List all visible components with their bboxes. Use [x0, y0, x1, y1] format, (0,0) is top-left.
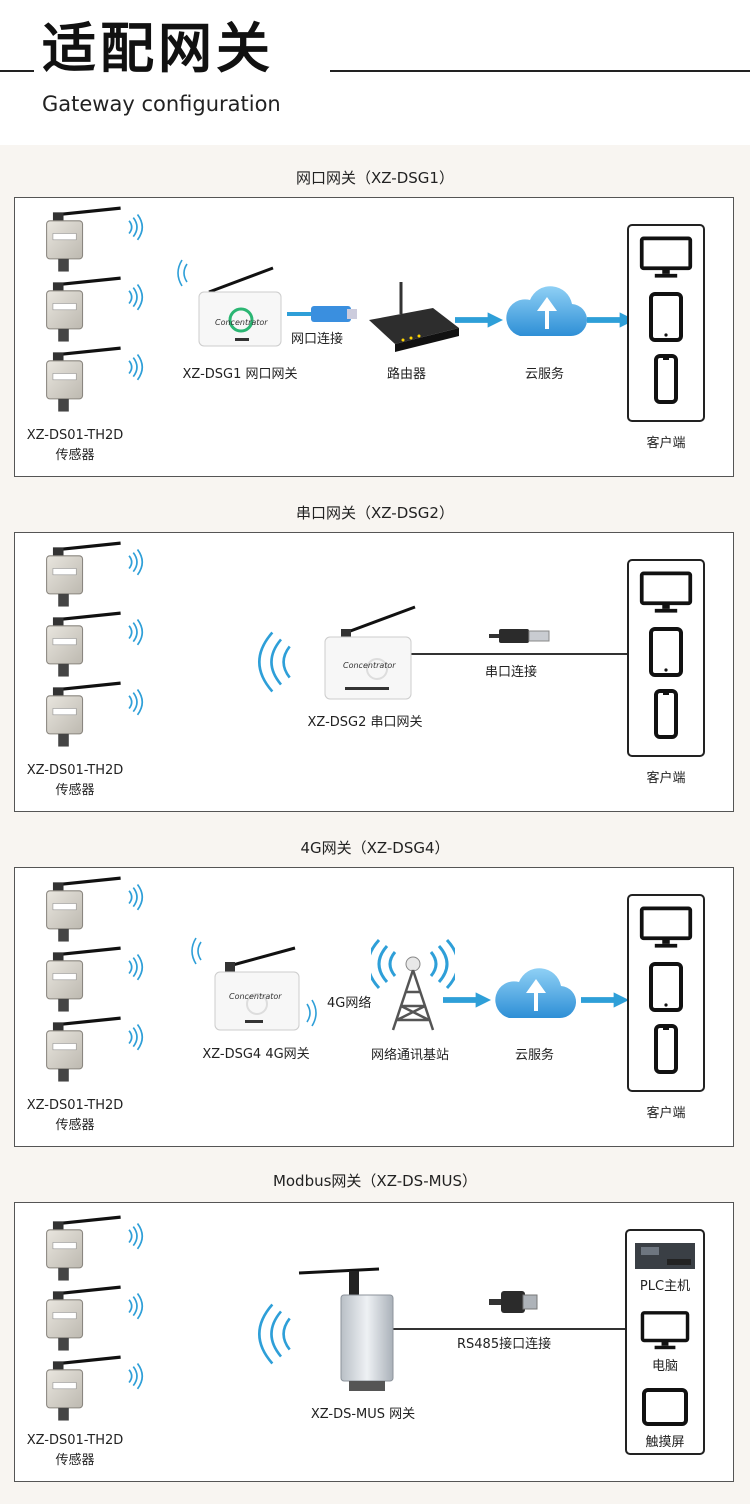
section-title: 4G网关（XZ-DSG4） — [300, 839, 450, 857]
monitor-icon — [638, 906, 694, 950]
cloud-service-icon — [489, 962, 579, 1024]
diagram-panel: XZ-DS01-TH2D 传感器 Concentrator XZ-DSG2 串口… — [14, 532, 734, 812]
router-label: 路由器 — [387, 367, 427, 382]
connection-line — [389, 1328, 629, 1330]
tower-label: 网络通讯基站 — [371, 1048, 450, 1063]
gateway-label: XZ-DSG2 串口网关 — [307, 715, 423, 730]
gateway-brand: Concentrator — [215, 318, 268, 327]
arrow-icon — [581, 992, 629, 1008]
sensor-model: XZ-DS01-TH2D — [26, 763, 124, 778]
sensor-model: XZ-DS01-TH2D — [26, 1098, 124, 1113]
sensor-type: 传感器 — [55, 448, 95, 463]
section-4g-gateway: 4G网关（XZ-DSG4） XZ-DS01-TH2D 传感器 Concentra… — [0, 815, 750, 1150]
section-title: Modbus网关（XZ-DS-MUS） — [272, 1172, 478, 1190]
phone-icon — [651, 689, 681, 739]
sensor-model: XZ-DS01-TH2D — [26, 1433, 124, 1448]
sensor-icon — [35, 681, 147, 755]
section-network-gateway: 网口网关（XZ-DSG1） XZ-DS01-TH2D 传感器 Concentra… — [0, 145, 750, 480]
gateway-label: XZ-DSG1 网口网关 — [182, 367, 298, 382]
tablet-icon — [646, 292, 686, 342]
tablet-icon — [646, 627, 686, 677]
touch-screen-icon — [642, 1388, 688, 1426]
plc-host-icon — [635, 1243, 695, 1269]
client-label: 客户端 — [646, 1106, 686, 1121]
page-subtitle: Gateway configuration — [42, 92, 281, 116]
computer-icon — [639, 1311, 691, 1351]
usb-cable-icon — [489, 629, 550, 643]
client-devices-box — [627, 559, 705, 757]
client-devices-box — [627, 224, 705, 422]
link-label: 串口连接 — [485, 665, 538, 680]
client-item-label: 电脑 — [651, 1359, 678, 1374]
diagram-panel: XZ-DS01-TH2D 传感器 Concentrator XZ-DSG4 4G… — [14, 867, 734, 1147]
sensor-type: 传感器 — [55, 783, 95, 798]
page-header: 适配网关 Gateway configuration — [0, 0, 750, 140]
phone-icon — [651, 1024, 681, 1074]
page-title: 适配网关 — [42, 17, 274, 80]
sensor-icon — [35, 1355, 147, 1429]
sensor-icon — [35, 206, 147, 280]
phone-icon — [651, 354, 681, 404]
link-label: RS485接口连接 — [457, 1337, 552, 1352]
section-title: 串口网关（XZ-DSG2） — [296, 504, 454, 522]
sensor-icon — [35, 946, 147, 1020]
sensor-icon — [35, 1285, 147, 1359]
sensor-icon — [35, 876, 147, 950]
arrow-icon — [455, 312, 503, 328]
gateway-device-icon — [324, 605, 416, 700]
tablet-icon — [646, 962, 686, 1012]
monitor-icon — [638, 571, 694, 615]
monitor-icon — [638, 236, 694, 280]
client-label: 客户端 — [646, 771, 686, 786]
sensor-type: 传感器 — [55, 1453, 95, 1468]
gateway-label: XZ-DS-MUS 网关 — [310, 1407, 416, 1422]
sensor-model: XZ-DS01-TH2D — [26, 428, 124, 443]
diagram-panel: XZ-DS01-TH2D 传感器 Concentrator XZ-DSG1 网口… — [14, 197, 734, 477]
client-item-label: 触摸屏 — [645, 1435, 685, 1450]
section-title: 网口网关（XZ-DSG1） — [296, 169, 454, 187]
gateway-device-icon — [298, 1267, 394, 1391]
header-divider-right — [330, 70, 750, 72]
sensor-icon — [35, 1016, 147, 1090]
header-divider-left — [0, 70, 34, 72]
client-devices-box: PLC主机 电脑 触摸屏 — [625, 1229, 705, 1455]
wireless-signal-icon — [255, 627, 307, 697]
client-devices-box — [627, 894, 705, 1092]
router-icon — [369, 282, 459, 352]
gateway-device-icon — [177, 259, 282, 347]
sensor-icon — [35, 276, 147, 350]
client-item-label: PLC主机 — [639, 1279, 691, 1294]
connection-line — [409, 653, 629, 655]
sensor-type: 传感器 — [55, 1118, 95, 1133]
sensor-icon — [35, 611, 147, 685]
signal-tower-icon — [371, 938, 455, 1031]
sensor-icon — [35, 541, 147, 615]
ethernet-cable-icon — [287, 306, 357, 322]
gateway-device-icon — [191, 937, 317, 1031]
link-label: 网口连接 — [291, 332, 344, 347]
section-serial-gateway: 串口网关（XZ-DSG2） XZ-DS01-TH2D 传感器 Concentra… — [0, 480, 750, 815]
gateway-brand: Concentrator — [229, 992, 282, 1001]
diagram-panel: XZ-DS01-TH2D 传感器 XZ-DS-MUS 网关 RS485接口连接 … — [14, 1202, 734, 1482]
gateway-label: XZ-DSG4 4G网关 — [202, 1047, 310, 1062]
link-label: 4G网络 — [327, 996, 372, 1011]
cloud-label: 云服务 — [525, 367, 565, 382]
sensor-icon — [35, 346, 147, 420]
sensor-icon — [35, 1215, 147, 1289]
rs485-connector-icon — [489, 1291, 538, 1313]
section-modbus-gateway: Modbus网关（XZ-DS-MUS） XZ-DS01-TH2D 传感器 XZ-… — [0, 1150, 750, 1504]
arrow-icon — [443, 992, 491, 1008]
cloud-service-icon — [500, 280, 590, 342]
cloud-label: 云服务 — [515, 1048, 555, 1063]
gateway-brand: Concentrator — [343, 661, 396, 670]
client-label: 客户端 — [646, 436, 686, 451]
